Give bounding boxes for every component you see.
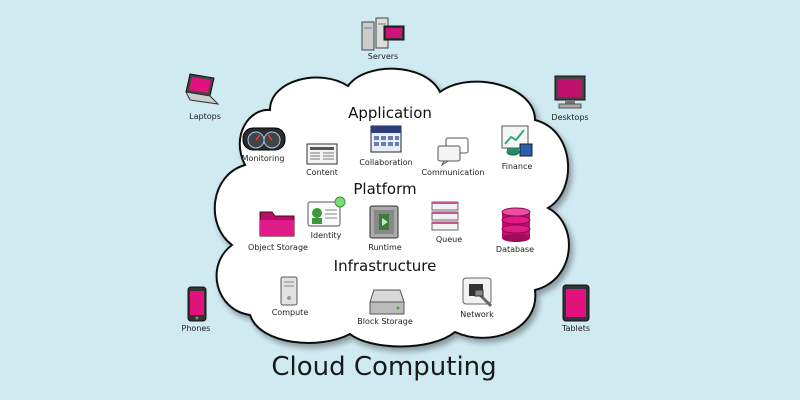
application-header: Application [348,104,432,122]
laptop-icon [185,73,220,105]
database-icon [501,207,531,242]
label-object-storage: Object Storage [248,243,308,252]
hard-drive-icon [369,289,405,315]
label-runtime: Runtime [368,243,402,252]
label-servers: Servers [367,52,399,61]
calendar-icon [370,125,402,153]
desktop-icon [554,75,586,109]
network-port-icon [462,277,493,308]
label-queue: Queue [435,235,463,244]
newspaper-icon [306,143,338,165]
label-network: Network [460,310,494,319]
infrastructure-header: Infrastructure [333,257,437,275]
label-content: Content [306,168,338,177]
folder-icon [259,211,295,237]
diagram-title: Cloud Computing [271,352,497,382]
chat-bubbles-icon [437,137,469,166]
label-block-storage: Block Storage [357,317,413,326]
label-finance: Finance [501,162,533,171]
compute-tower-icon [280,276,298,306]
phone-icon [187,286,207,322]
servers-icon [361,17,405,51]
label-laptops: Laptops [189,112,221,121]
runtime-icon [369,205,399,239]
label-phones: Phones [181,324,211,333]
label-tablets: Tablets [562,324,590,333]
label-communication: Communication [421,168,485,177]
label-desktops: Desktops [551,113,589,122]
queue-icon [431,201,459,231]
id-card-icon [307,196,346,227]
label-collaboration: Collaboration [359,158,413,167]
label-compute: Compute [271,308,309,317]
finance-chart-icon [501,125,533,157]
label-database: Database [495,245,535,254]
tablet-icon [562,284,590,322]
label-identity: Identity [310,231,342,240]
platform-header: Platform [353,180,417,198]
gauge-icon [242,127,286,151]
label-monitoring: Monitoring [241,154,285,163]
